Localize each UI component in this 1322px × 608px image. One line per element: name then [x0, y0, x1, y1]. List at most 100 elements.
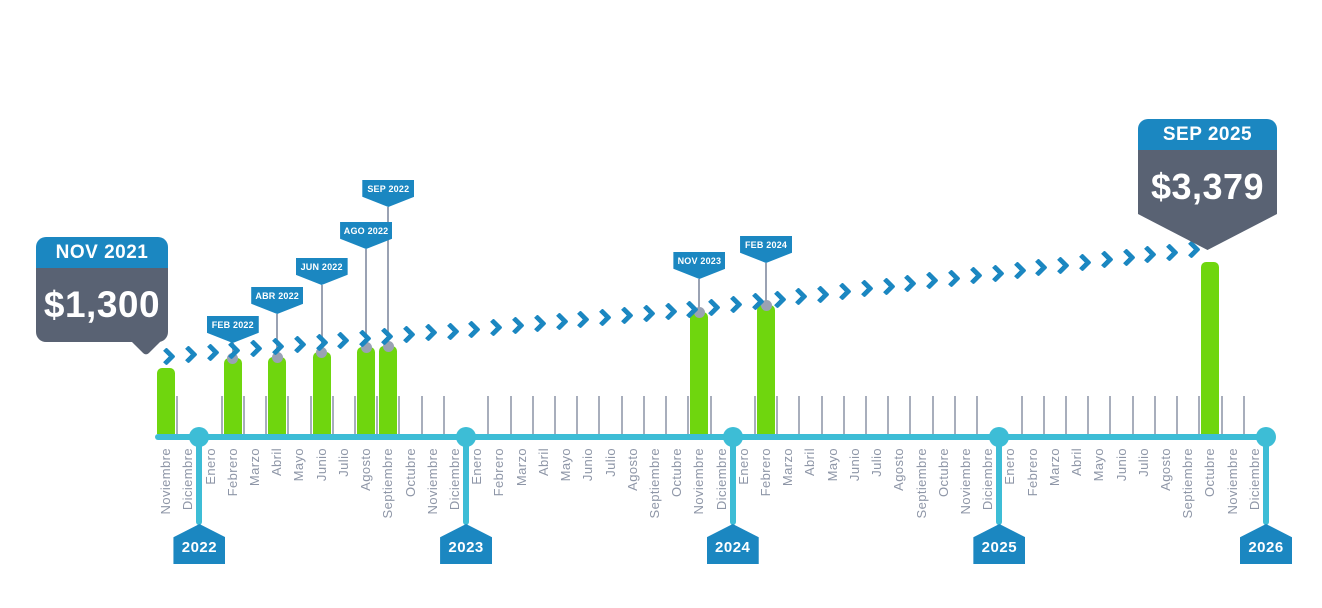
month-label: Abril [802, 448, 818, 477]
event-badge: AGO 2022 [340, 222, 393, 249]
month-tick [909, 396, 912, 434]
trend-chevron-icon [593, 308, 612, 327]
year-node-dot [1256, 427, 1276, 447]
trend-chevron-icon [1116, 248, 1136, 267]
year-node-dot [722, 427, 743, 447]
month-tick [953, 396, 956, 434]
trend-chevron-icon [244, 339, 263, 358]
month-label: Septiembre [646, 448, 662, 519]
event-badge: FEB 2024 [740, 236, 793, 263]
start-callout-tail [129, 322, 163, 356]
trend-chevron-icon [658, 302, 678, 321]
month-label: Octubre [1202, 448, 1218, 498]
month-label: Agosto [891, 448, 907, 491]
end-callout-amount: $3,379 [1150, 166, 1265, 207]
month-tick [1065, 396, 1068, 434]
month-label: Diciembre [180, 448, 196, 511]
month-label: Noviembre [1224, 448, 1240, 515]
month-tick [331, 396, 334, 434]
trend-chevron-icon [1029, 258, 1049, 278]
month-tick [353, 396, 356, 434]
month-label: Abril [269, 448, 285, 477]
trend-chevron-icon [1051, 256, 1070, 275]
month-tick [398, 396, 401, 434]
bar-node-dot [760, 299, 772, 311]
event-bar [157, 368, 176, 434]
year-stem [729, 437, 736, 525]
month-tick [376, 396, 379, 434]
start-callout-body: $1,300 [36, 268, 168, 356]
year-badge: 2024 [706, 524, 759, 564]
timeline-axis [155, 434, 1268, 440]
month-tick [553, 396, 556, 434]
trend-chevron-icon [615, 306, 634, 325]
month-label: Marzo [246, 448, 262, 487]
month-tick [1020, 396, 1023, 434]
trend-chevron-icon [288, 335, 307, 354]
year-badge: 2023 [440, 524, 493, 564]
event-badge: NOV 2023 [673, 252, 726, 279]
event-badge: ABR 2022 [251, 287, 304, 314]
event-bar [357, 347, 376, 434]
year-stem [196, 437, 203, 525]
month-tick [976, 396, 979, 434]
month-tick [865, 396, 868, 434]
month-tick [1087, 396, 1090, 434]
month-tick [798, 396, 801, 434]
year-node-dot [456, 427, 477, 447]
month-tick [176, 396, 179, 434]
trend-chevron-icon [179, 345, 198, 364]
month-tick [598, 396, 601, 434]
month-label: Diciembre [713, 448, 729, 511]
month-label: Octubre [402, 448, 418, 498]
month-tick [531, 396, 534, 434]
month-label: Septiembre [380, 448, 396, 519]
month-label: Marzo [513, 448, 529, 487]
month-label: Junio [580, 448, 596, 482]
month-label: Noviembre [158, 448, 174, 515]
month-tick [220, 396, 223, 434]
month-label: Agosto [624, 448, 640, 491]
month-label: Junio [1113, 448, 1129, 482]
month-tick [642, 396, 645, 434]
badge-stem [320, 285, 323, 352]
month-tick [1042, 396, 1045, 434]
start-callout-amount: $1,300 [43, 284, 161, 325]
month-label: Febrero [224, 448, 240, 497]
start-callout: NOV 2021 $1,300 [36, 237, 168, 356]
trend-chevron-icon [266, 337, 285, 356]
month-tick [1109, 396, 1112, 434]
month-label: Julio [1135, 448, 1151, 477]
month-label: Mayo [1091, 448, 1107, 482]
year-stem [1263, 437, 1269, 525]
month-label: Diciembre [1246, 448, 1262, 511]
month-tick [309, 396, 312, 434]
badge-stem [765, 263, 768, 305]
month-label: Diciembre [980, 448, 996, 511]
month-label: Julio [869, 448, 885, 477]
month-tick [842, 396, 845, 434]
trend-chevron-icon [724, 295, 743, 314]
month-label: Abril [535, 448, 551, 477]
badge-stem [276, 314, 279, 357]
year-node-dot [189, 427, 210, 447]
month-tick [665, 396, 668, 434]
trend-chevron-icon [571, 310, 591, 329]
year-stem [463, 437, 470, 525]
trend-chevron-icon [986, 263, 1005, 283]
trend-chevron-icon [462, 319, 482, 339]
year-stem [996, 437, 1003, 525]
event-badge: JUN 2022 [295, 258, 348, 285]
event-bar [223, 358, 242, 434]
month-label: Octubre [935, 448, 951, 498]
month-tick [1198, 396, 1201, 434]
month-label: Octubre [669, 448, 685, 498]
trend-chevron-icon [942, 269, 961, 288]
month-tick [820, 396, 823, 434]
month-label: Mayo [824, 448, 840, 482]
trend-chevron-icon [549, 312, 569, 331]
month-label: Noviembre [691, 448, 707, 515]
month-tick [509, 396, 512, 434]
month-label: Enero [1002, 448, 1018, 485]
